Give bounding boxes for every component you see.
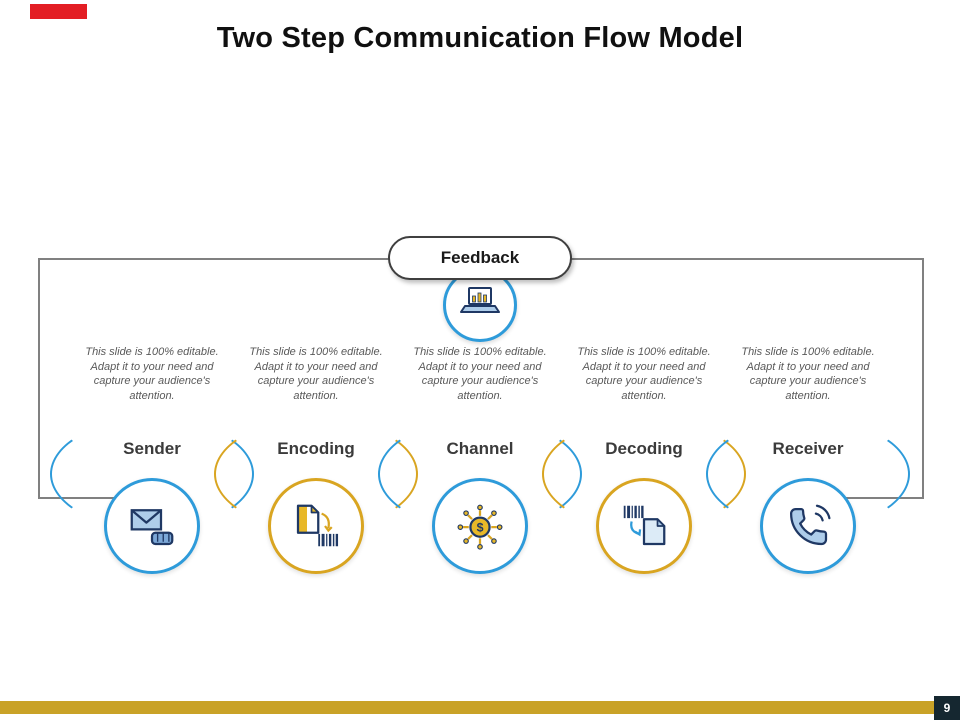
arc-decoration: [706, 418, 910, 530]
stage-description: This slide is 100% editable. Adapt it to…: [577, 346, 711, 402]
stage-icon-circle: [596, 478, 692, 574]
barcode-document-icon: [623, 505, 666, 546]
stage-column-channel: This slide is 100% editable. Adapt it to…: [378, 340, 582, 640]
money-network-icon: $: [457, 504, 503, 550]
feedback-connector-right: [570, 258, 924, 499]
stage-description: This slide is 100% editable. Adapt it to…: [249, 346, 383, 402]
stage-label: Sender: [123, 439, 181, 458]
stage-icon-circle: $: [432, 478, 528, 574]
feedback-connector-left: [38, 258, 392, 499]
stage-column-receiver: This slide is 100% editable. Adapt it to…: [706, 340, 910, 640]
phone-receiver-icon: [790, 504, 831, 546]
red-accent-bar: [30, 4, 87, 19]
svg-text:$: $: [477, 521, 484, 535]
page-number: 9: [934, 696, 960, 720]
bottom-accent-bar: [0, 701, 960, 714]
stage-column-decoding: This slide is 100% editable. Adapt it to…: [542, 340, 746, 640]
stage-label: Decoding: [605, 439, 683, 458]
stage-column-encoding: This slide is 100% editable. Adapt it to…: [214, 340, 418, 640]
stage-icon-circle: [268, 478, 364, 574]
laptop-analytics-icon: [460, 287, 500, 313]
stage-label: Channel: [446, 439, 514, 458]
stage-icon-circle: [104, 478, 200, 574]
envelope-send-icon: [130, 509, 174, 546]
stage-icon-circle: [760, 478, 856, 574]
stage-label: Receiver: [772, 439, 844, 458]
stage-description: This slide is 100% editable. Adapt it to…: [741, 346, 875, 402]
document-barcode-icon: [296, 504, 339, 547]
stage-column-sender: This slide is 100% editable. Adapt it to…: [50, 340, 254, 640]
stage-label: Encoding: [277, 439, 355, 458]
page-title: Two Step Communication Flow Model: [216, 22, 744, 54]
stage-description: This slide is 100% editable. Adapt it to…: [413, 346, 547, 402]
feedback-label: Feedback: [440, 248, 520, 267]
feedback-pill: Feedback: [388, 236, 572, 280]
stages-row: This slide is 100% editable. Adapt it to…: [50, 340, 910, 640]
stage-description: This slide is 100% editable. Adapt it to…: [85, 346, 219, 402]
